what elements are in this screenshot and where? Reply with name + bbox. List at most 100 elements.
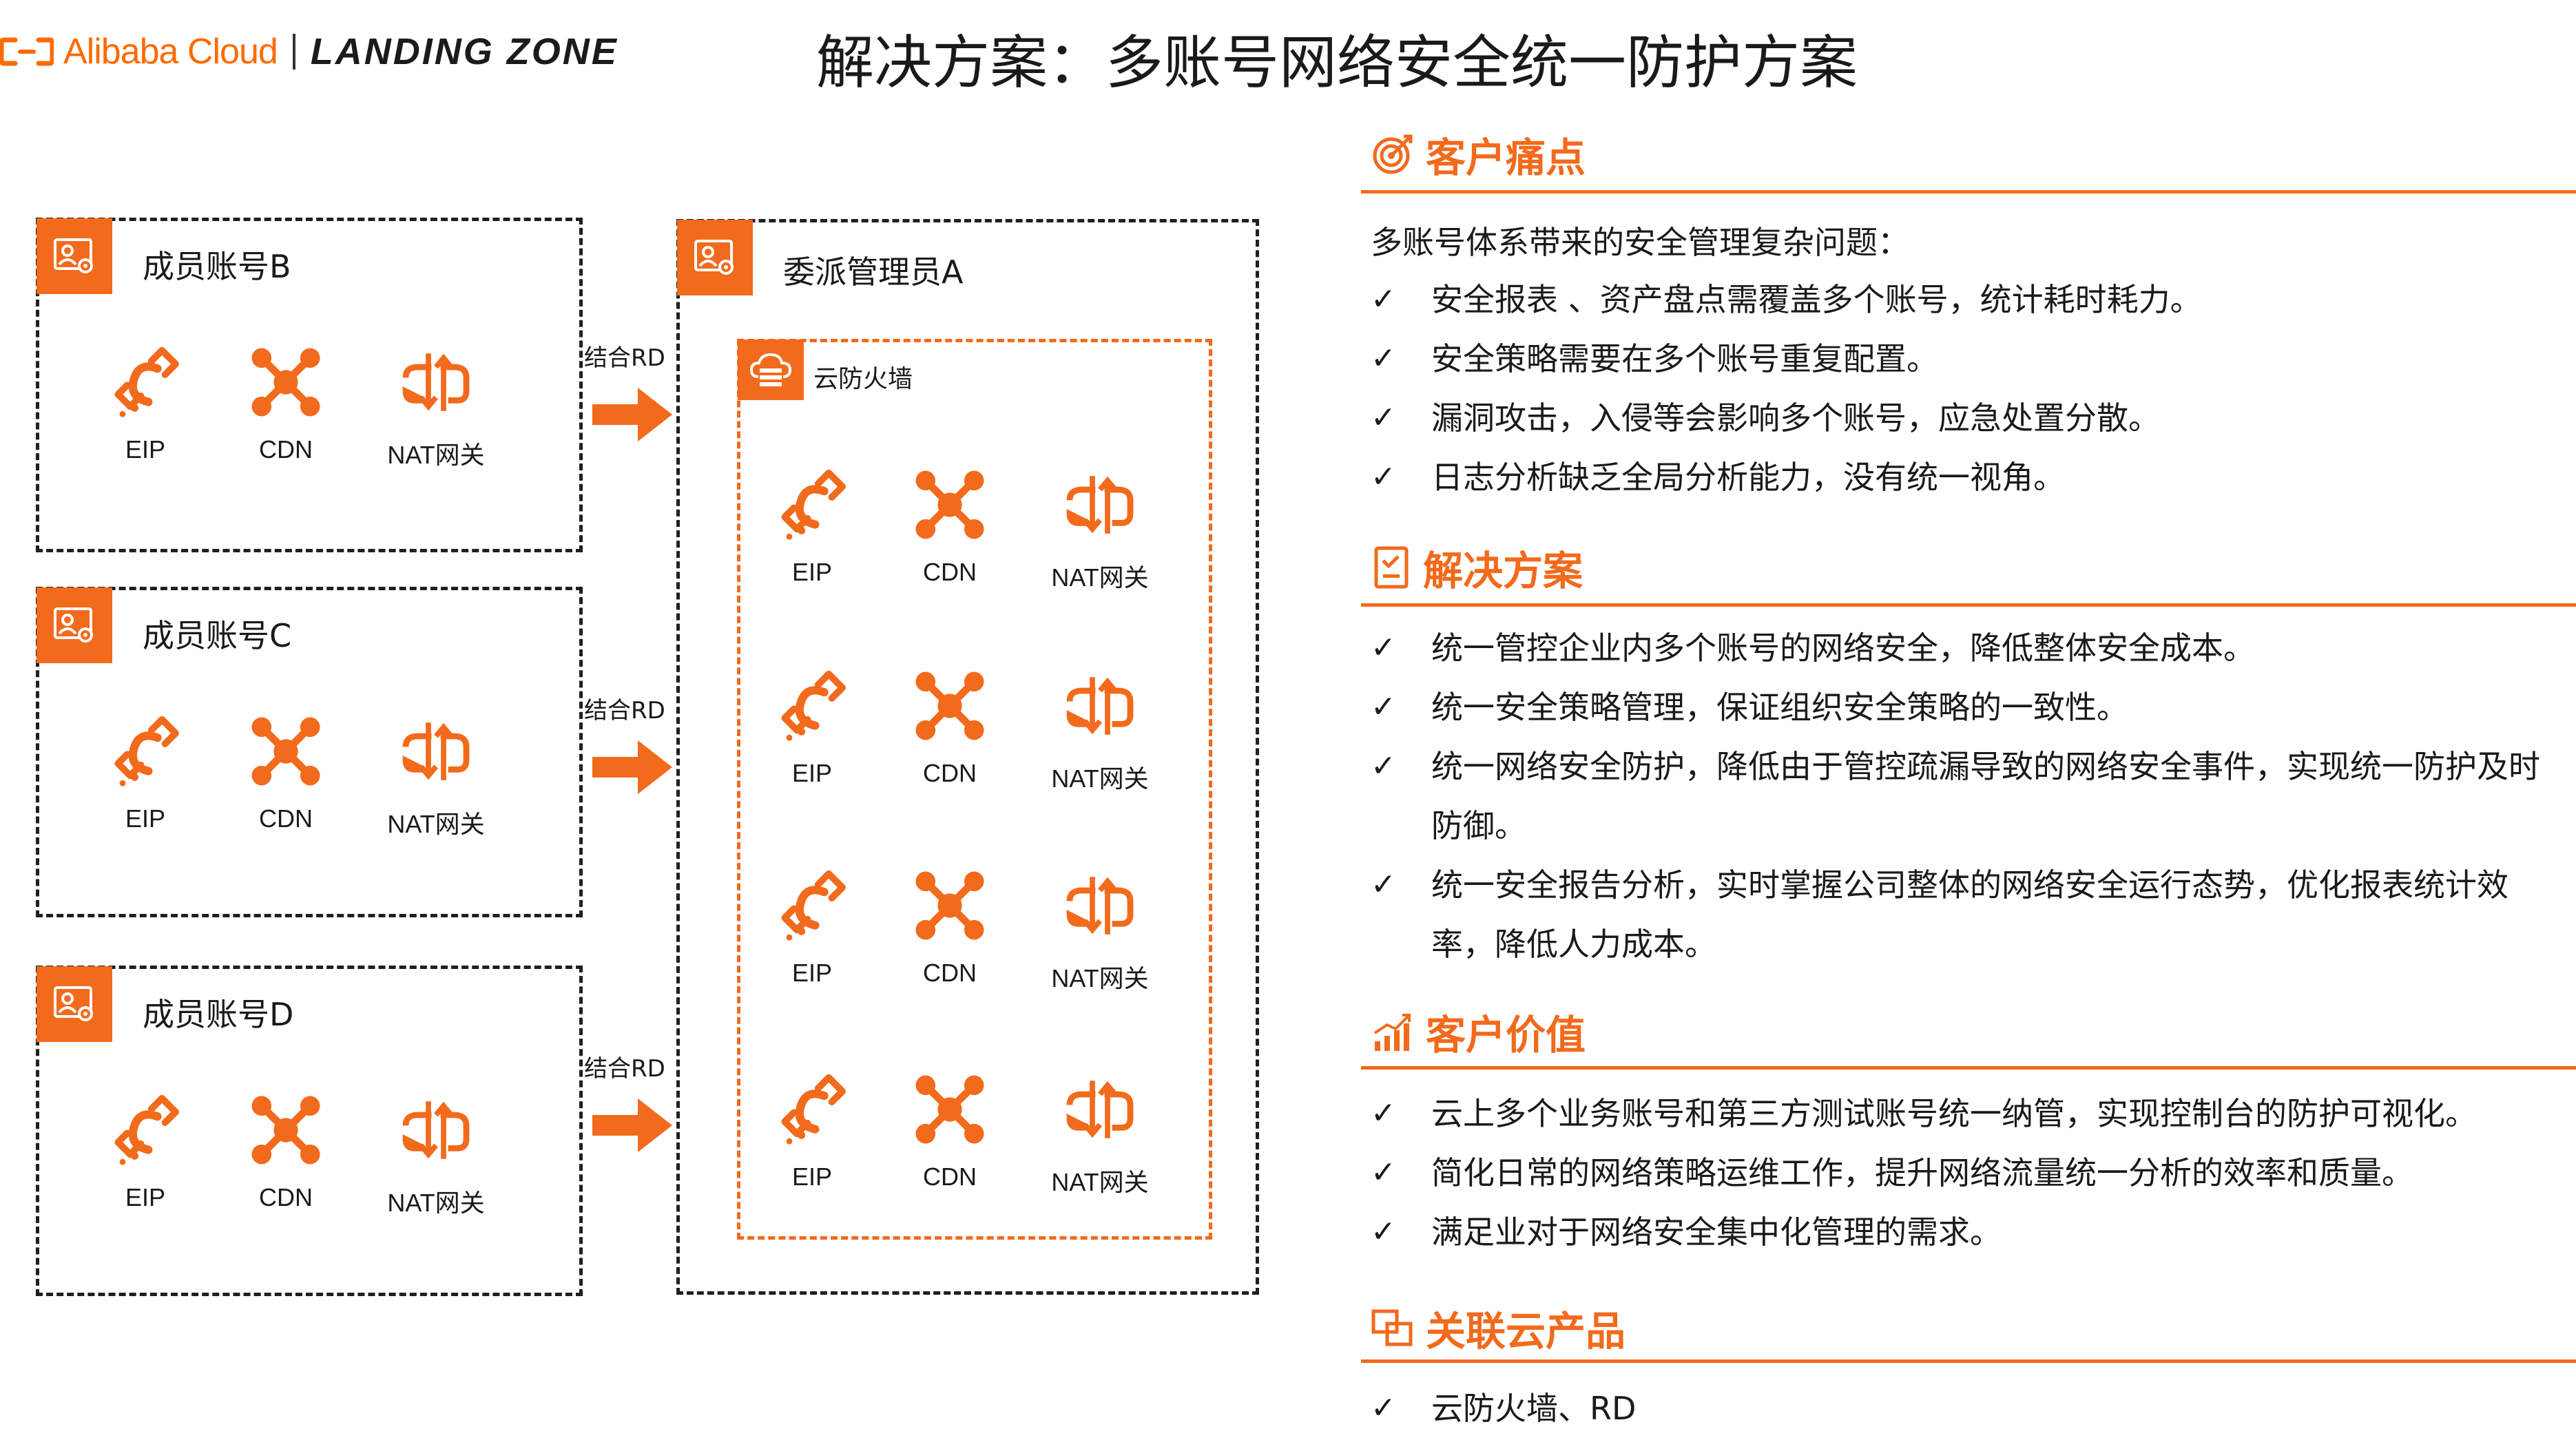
resource-label: EIP	[125, 435, 166, 463]
bullet-text: 日志分析缺乏全局分析能力，没有统一视角。	[1431, 459, 2065, 496]
cdn-icon	[251, 1096, 320, 1165]
resource-cdn: CDN	[227, 1092, 344, 1212]
resource-eip: EIP	[87, 344, 204, 464]
resource-nat-gateway: NAT网关	[377, 344, 495, 471]
member-account-title: 成员账号B	[143, 248, 291, 285]
check-icon: ✓	[1371, 1390, 1396, 1426]
nat-gateway-icon	[402, 353, 470, 411]
member-account-box: 成员账号D	[36, 966, 583, 1296]
resource-nat-gateway: NAT网关	[1041, 467, 1159, 594]
brand-divider	[292, 34, 295, 70]
cdn-icon	[915, 871, 984, 940]
nat-gateway-icon	[1066, 877, 1134, 935]
member-account-box: 成员账号B	[36, 218, 583, 552]
resource-nat-gateway: NAT网关	[1041, 668, 1159, 795]
bullet-item: ✓ 满足业对于网络安全集中化管理的需求。	[1371, 1202, 2569, 1262]
rd-connector: 结合RD	[584, 691, 679, 797]
solution-title: 解决方案	[1423, 548, 1583, 594]
nat-gateway-icon	[402, 722, 470, 780]
cdn-icon	[251, 717, 320, 786]
brand-name: Alibaba Cloud	[63, 32, 278, 72]
resource-label: NAT网关	[1051, 964, 1149, 992]
bullet-text: 简化日常的网络策略运维工作，提升网络流量统一分析的效率和质量。	[1431, 1154, 2413, 1191]
account-settings-icon	[54, 986, 93, 1021]
bullet-text: 统一网络安全防护，降低由于管控疏漏导致的网络安全事件，实现统一防护及时防御。	[1431, 748, 2540, 844]
resource-cdn: CDN	[227, 344, 344, 464]
check-icon: ✓	[1371, 689, 1396, 724]
check-icon: ✓	[1371, 867, 1396, 902]
bullet-item: ✓ 统一安全报告分析，实时掌握公司整体的网络安全运行态势，优化报表统计效率，降低…	[1371, 855, 2569, 974]
solution-header: 解决方案	[1371, 539, 1583, 596]
cdn-icon	[915, 1075, 984, 1144]
resource-eip: EIP	[754, 868, 871, 988]
account-badge	[37, 218, 112, 294]
firewall-badge	[738, 340, 804, 400]
account-settings-icon	[694, 240, 734, 275]
resource-cdn: CDN	[891, 868, 1008, 988]
check-icon: ✓	[1371, 1155, 1396, 1190]
target-icon	[1373, 134, 1413, 174]
check-icon: ✓	[1371, 1214, 1396, 1249]
resource-label: NAT网关	[387, 441, 485, 469]
resource-label: EIP	[791, 1163, 833, 1191]
check-icon: ✓	[1371, 400, 1396, 435]
bullet-text: 安全策略需要在多个账号重复配置。	[1431, 340, 1938, 377]
account-badge	[37, 966, 112, 1042]
eip-icon	[781, 1074, 846, 1145]
resource-label: NAT网关	[1051, 764, 1149, 793]
resource-eip: EIP	[754, 467, 871, 587]
arrow-right-icon	[592, 388, 672, 441]
member-account-title: 成员账号C	[143, 617, 292, 654]
nat-gateway-icon	[1066, 677, 1134, 735]
check-icon: ✓	[1371, 459, 1396, 494]
account-badge	[37, 587, 112, 663]
resource-nat-gateway: NAT网关	[377, 713, 495, 840]
resource-eip: EIP	[87, 713, 204, 833]
bullet-text: 云上多个业务账号和第三方测试账号统一纳管，实现控制台的防护可视化。	[1431, 1095, 2477, 1132]
bullet-item: ✓ 统一网络安全防护，降低由于管控疏漏导致的网络安全事件，实现统一防护及时防御。	[1371, 737, 2569, 855]
check-icon: ✓	[1371, 630, 1396, 665]
solution-divider	[1361, 603, 2576, 607]
bullet-item: ✓ 安全策略需要在多个账号重复配置。	[1371, 329, 2569, 388]
products-title: 关联云产品	[1426, 1308, 1626, 1355]
cdn-icon	[915, 470, 984, 539]
bullet-item: ✓ 云上多个业务账号和第三方测试账号统一纳管，实现控制台的防护可视化。	[1371, 1084, 2569, 1143]
account-settings-icon	[54, 238, 93, 273]
bullet-item: ✓ 漏洞攻击，入侵等会影响多个账号，应急处置分散。	[1371, 388, 2569, 448]
resource-label: EIP	[125, 804, 166, 833]
firewall-title: 云防火墙	[813, 365, 913, 393]
linked-products-icon	[1371, 1309, 1413, 1346]
products-divider	[1361, 1359, 2576, 1363]
resource-cdn: CDN	[891, 467, 1008, 587]
resource-label: EIP	[791, 558, 833, 586]
resource-label: NAT网关	[1051, 1168, 1149, 1196]
resource-label: NAT网关	[1051, 563, 1149, 592]
pain-points-intro: 多账号体系带来的安全管理复杂问题：	[1371, 224, 1909, 261]
resource-label: CDN	[923, 558, 977, 586]
check-icon: ✓	[1371, 1096, 1396, 1131]
resource-label: CDN	[259, 1183, 313, 1211]
resource-nat-gateway: NAT网关	[1041, 1072, 1159, 1198]
resource-label: CDN	[259, 435, 313, 463]
connector-label: 结合RD	[584, 344, 665, 372]
pain-points-header: 客户痛点	[1371, 125, 1586, 183]
bullet-item: ✓ 安全报表 、资产盘点需覆盖多个账号，统计耗时耗力。	[1371, 270, 2569, 329]
page-title: 解决方案：多账号网络安全统一防护方案	[816, 29, 1858, 96]
arrow-right-icon	[592, 1098, 672, 1152]
pain-points-divider	[1361, 190, 2576, 194]
resource-label: CDN	[923, 759, 977, 787]
alibaba-cloud-logo-icon	[0, 37, 54, 66]
nat-gateway-icon	[402, 1101, 470, 1159]
resource-label: NAT网关	[387, 1189, 485, 1217]
resource-eip: EIP	[754, 668, 871, 788]
cloud-firewall-box: 云防火墙	[737, 339, 1212, 1240]
bullet-item: ✓ 云防火墙、RD	[1371, 1379, 2569, 1438]
rd-connector: 结合RD	[584, 1050, 679, 1155]
member-account-box: 成员账号C	[36, 587, 583, 917]
cdn-icon	[251, 348, 320, 417]
bullet-text: 统一管控企业内多个账号的网络安全，降低整体安全成本。	[1431, 629, 2255, 667]
resource-label: EIP	[791, 959, 833, 987]
connector-label: 结合RD	[584, 697, 665, 724]
resource-label: CDN	[923, 1163, 977, 1191]
eip-icon	[781, 670, 846, 741]
